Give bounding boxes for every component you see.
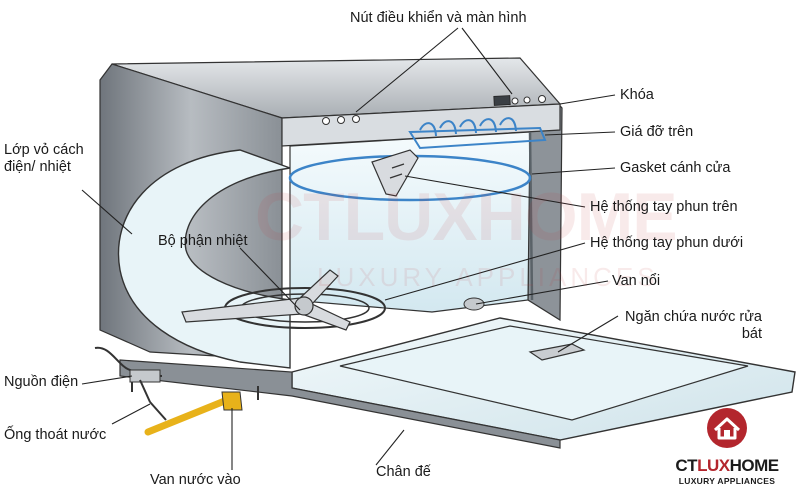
leader-controls-left xyxy=(355,27,459,113)
control-button xyxy=(352,115,360,123)
leader-door-gasket xyxy=(531,167,616,175)
water-inlet-valve xyxy=(221,391,243,411)
leader-lower-spray-arm xyxy=(384,242,586,301)
water-inlet-pipe xyxy=(144,394,236,436)
lower-spray-arm-hub xyxy=(294,296,314,316)
label-drain-pipe: Ống thoát nước xyxy=(4,427,107,443)
upper-rack-tines xyxy=(419,117,517,137)
label-detergent-dispenser: Ngăn chứa nước rửa bát xyxy=(625,309,762,342)
logo-name-part1: CT xyxy=(675,456,698,475)
leader-insulation xyxy=(81,189,133,235)
logo-name-part2: HOME xyxy=(729,456,780,475)
leader-upper-spray-arm xyxy=(404,175,586,208)
logo-name-accent: LUX xyxy=(697,456,730,475)
leader-float-valve xyxy=(475,280,609,305)
label-door-gasket: Gasket cánh cửa xyxy=(620,160,731,176)
label-upper-rack: Giá đỡ trên xyxy=(620,124,694,140)
leader-base xyxy=(375,429,405,466)
logo-name: CTLUXHOME xyxy=(662,456,792,476)
door-inner-panel xyxy=(339,325,749,421)
leader-drain-pipe xyxy=(111,403,151,425)
logo-tagline: LUXURY APPLIANCES xyxy=(678,476,776,486)
detergent-dispenser xyxy=(528,343,586,361)
control-button xyxy=(337,116,345,124)
drain-pipe xyxy=(139,379,167,421)
control-button xyxy=(511,97,519,105)
float-valve xyxy=(463,297,485,311)
label-power: Nguồn điện xyxy=(4,374,79,390)
label-heating-element: Bộ phận nhiệt xyxy=(158,233,248,249)
label-lock: Khóa xyxy=(620,87,654,103)
label-upper-spray-arm: Hệ thống tay phun trên xyxy=(590,199,738,215)
control-panel xyxy=(281,103,561,147)
control-button xyxy=(322,117,330,125)
power-box xyxy=(129,369,161,383)
label-lower-spray-arm: Hệ thống tay phun dưới xyxy=(590,235,744,251)
label-controls: Nút điều khiển và màn hình xyxy=(350,10,527,26)
control-button xyxy=(538,95,546,103)
label-float-valve: Van nổi xyxy=(612,273,661,289)
door-gasket xyxy=(528,131,534,301)
leader-lines xyxy=(81,27,619,470)
leader-controls-right xyxy=(461,27,513,95)
leader-detergent-dispenser xyxy=(557,315,619,353)
upper-spray-arm xyxy=(371,149,419,197)
leader-upper-rack xyxy=(544,131,616,136)
label-base: Chân đế xyxy=(376,464,431,480)
label-water-inlet-valve: Van nước vào xyxy=(150,472,241,488)
label-insulation: Lớp vỏ cách điện/ nhiệt xyxy=(4,142,84,175)
brand-logo: CTLUXHOME LUXURY APPLIANCES xyxy=(662,400,792,490)
leader-power xyxy=(81,375,133,385)
leader-heating-element xyxy=(239,247,301,311)
display-screen xyxy=(493,95,511,106)
house-logo-icon xyxy=(707,408,747,448)
upper-spray-arm-holes xyxy=(389,163,405,179)
leader-lock xyxy=(559,94,616,105)
control-button xyxy=(523,96,531,104)
lower-spray-arm xyxy=(181,269,351,331)
